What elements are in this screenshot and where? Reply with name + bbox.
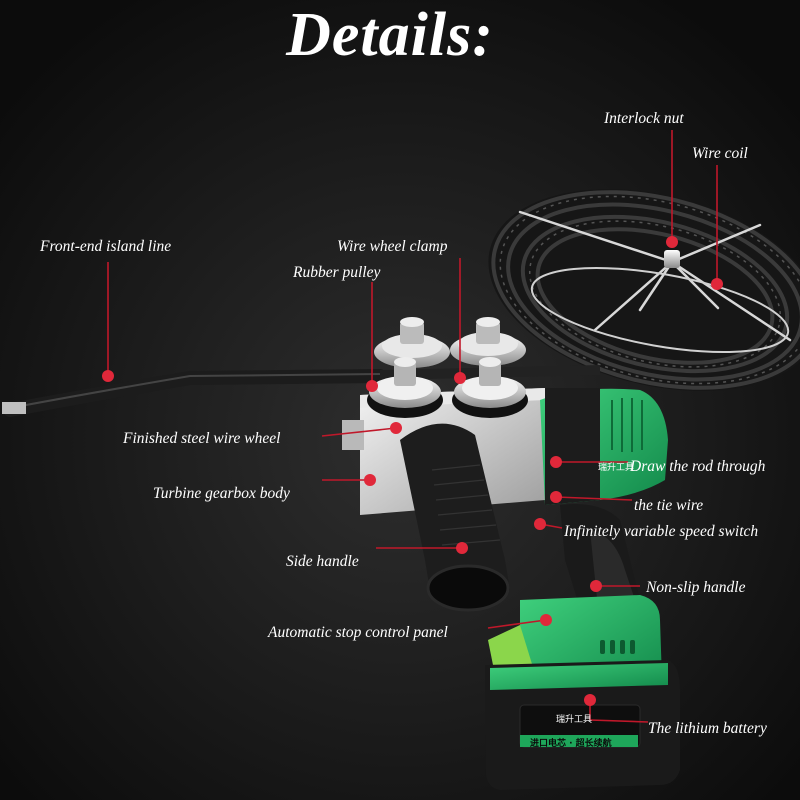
label-non-slip-handle: Non-slip handle [646, 579, 746, 596]
callout-lines [107, 130, 718, 723]
label-turbine-gearbox-body: Turbine gearbox body [153, 485, 290, 502]
tool-brand-logo: 瑞升工具 [598, 463, 635, 473]
label-front-end-island-line: Front-end island line [40, 238, 172, 255]
pulleys-illustration [367, 317, 528, 418]
label-the-tie-wire: the tie wire [634, 497, 704, 514]
label-wire-wheel-clamp: Wire wheel clamp [337, 238, 448, 255]
label-rubber-pulley: Rubber pulley [293, 264, 381, 281]
wire-coil-illustration [488, 189, 800, 391]
callout-dots [102, 236, 723, 706]
label-speed-switch: Infinitely variable speed switch [564, 523, 759, 540]
label-automatic-stop-control-panel: Automatic stop control panel [268, 624, 448, 641]
label-finished-steel-wire-wheel: Finished steel wire wheel [123, 430, 281, 447]
label-interlock-nut: Interlock nut [604, 110, 684, 127]
label-wire-coil: Wire coil [692, 145, 748, 162]
side-handle-illustration [400, 423, 510, 612]
label-draw-the-rod-through: Draw the rod through [630, 458, 766, 475]
page-title: Details: [286, 1, 494, 69]
battery-spec-text: 进口电芯 · 超长续航 [530, 739, 612, 749]
label-lithium-battery: The lithium battery [648, 720, 767, 737]
battery-brand-logo: 瑞升工具 [556, 715, 593, 725]
label-side-handle: Side handle [286, 553, 359, 570]
battery-illustration [485, 660, 680, 790]
